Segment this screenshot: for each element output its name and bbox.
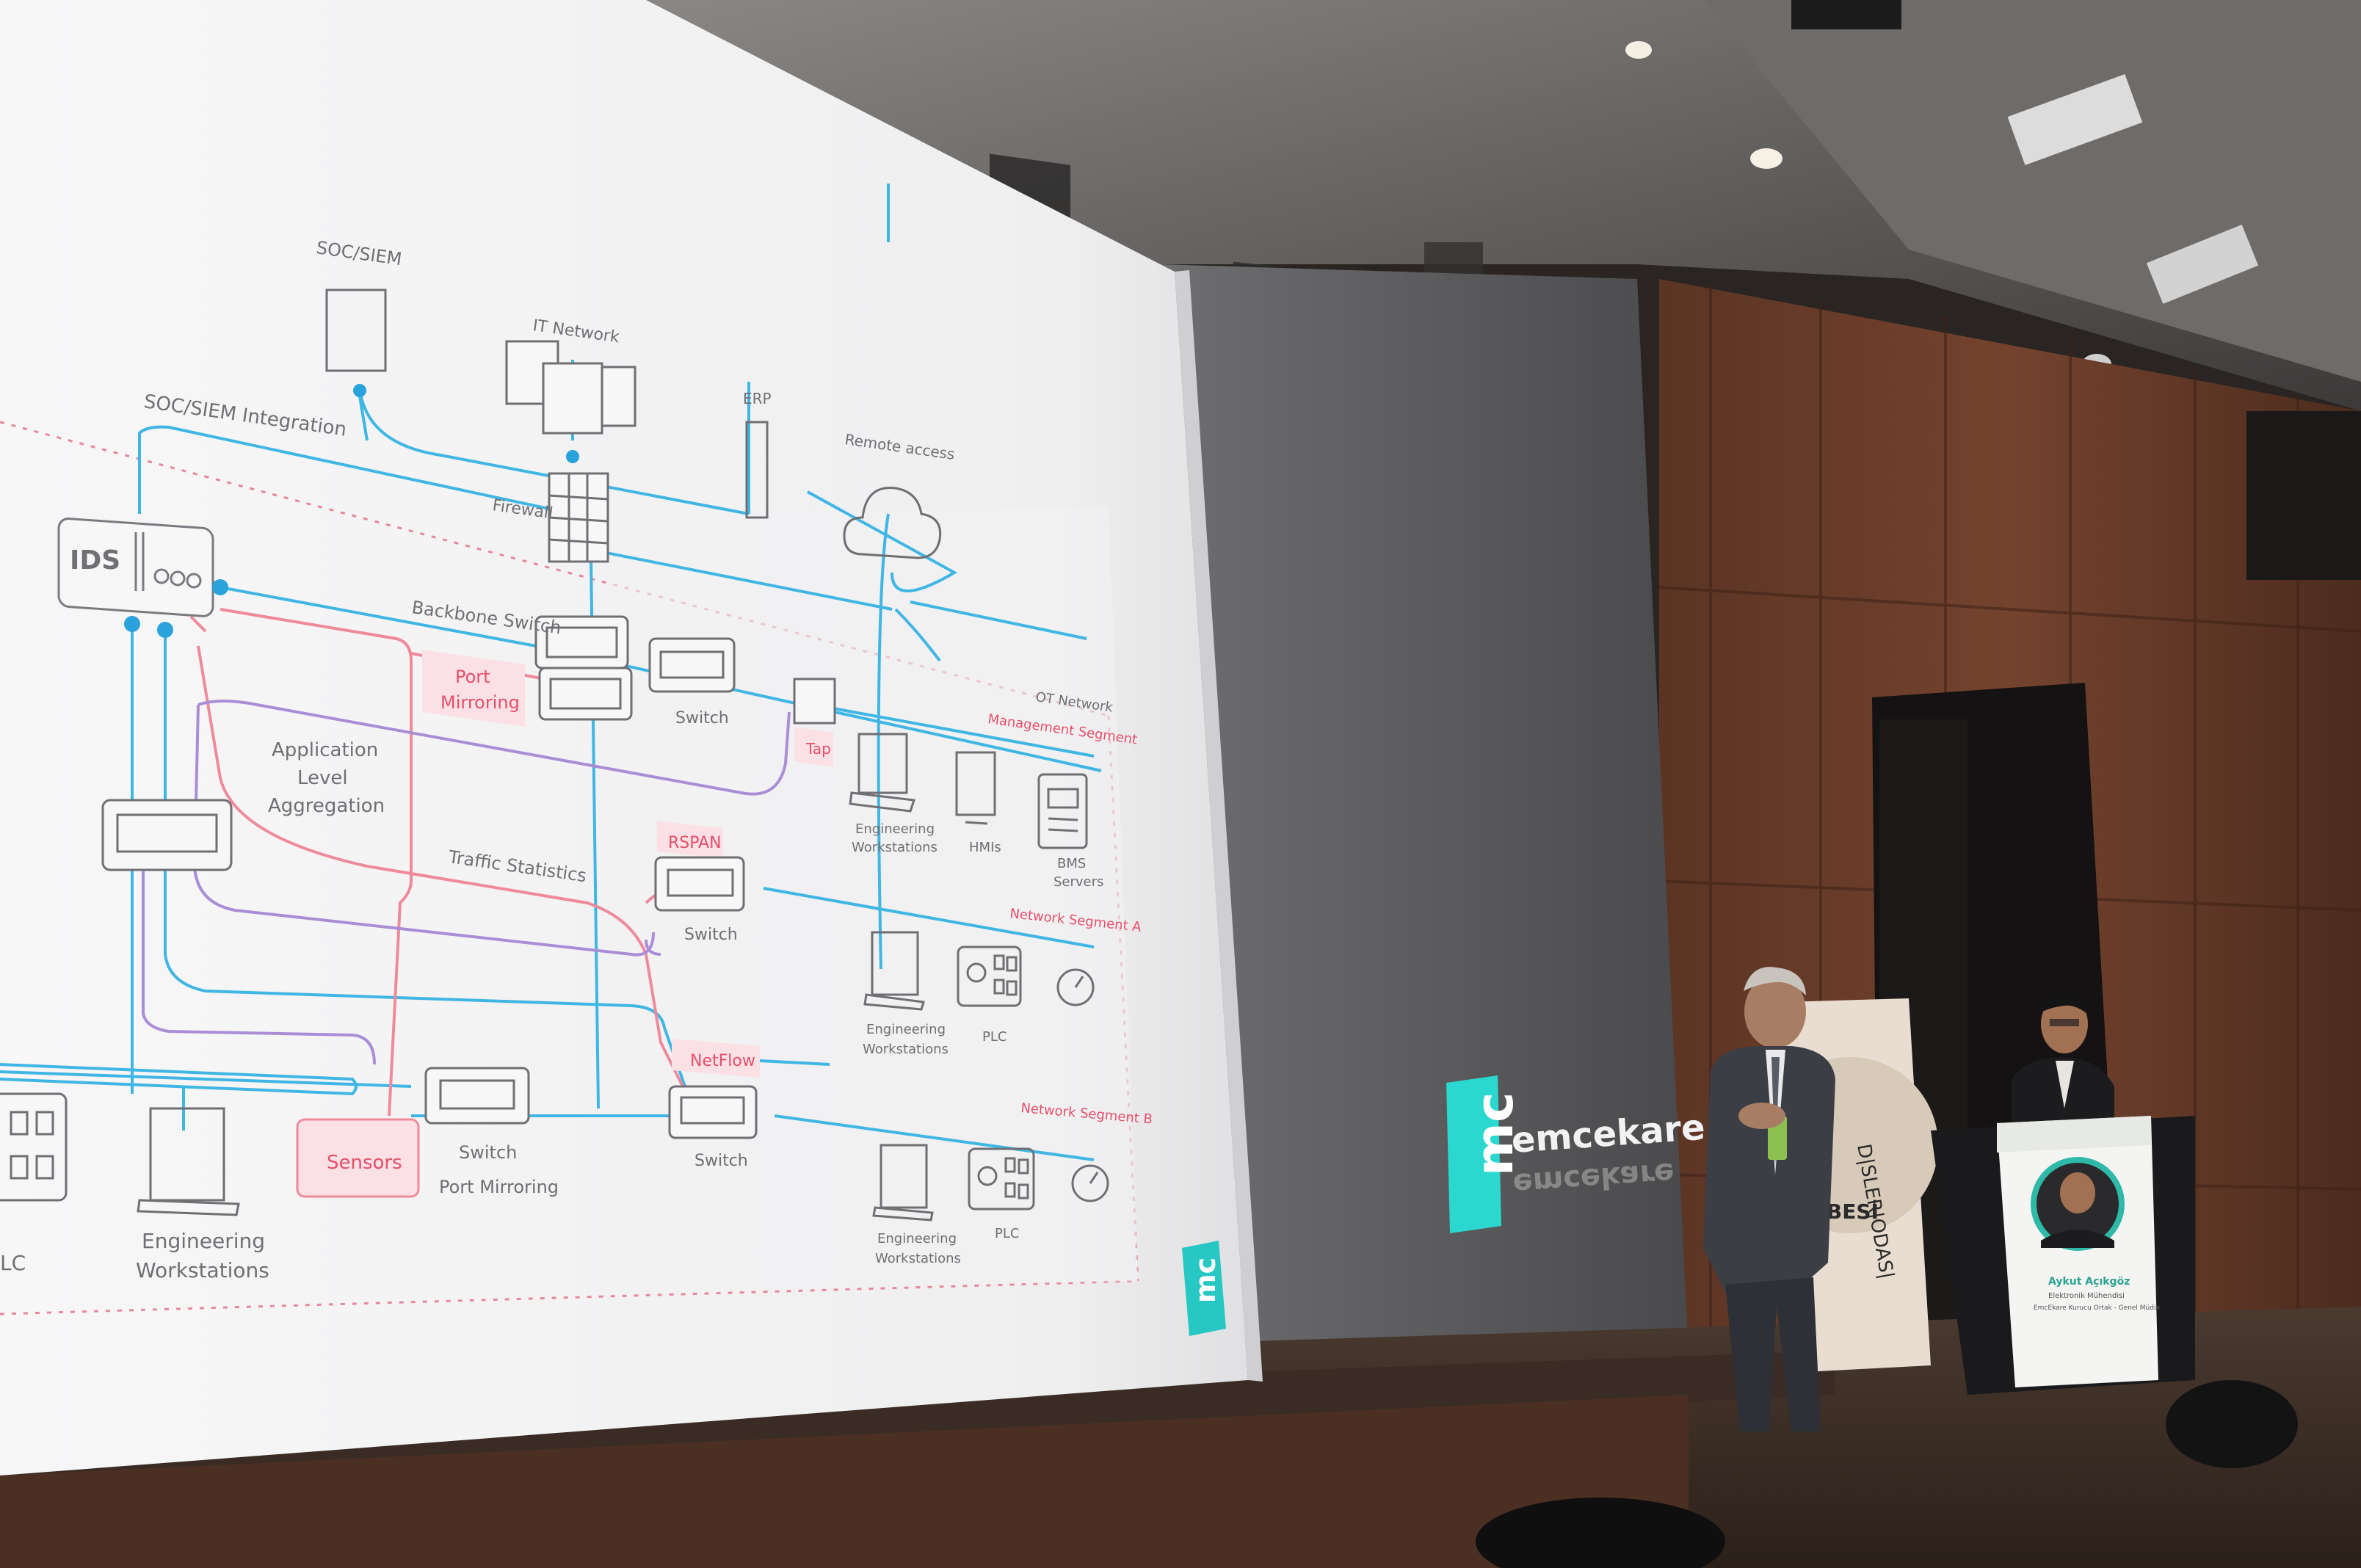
svg-text:mc: mc — [1465, 1092, 1525, 1176]
svg-text:mc: mc — [1189, 1257, 1222, 1303]
big-eng-label-1: Engineering — [142, 1229, 265, 1253]
backbone-switch — [534, 615, 633, 721]
app-level-line1: Application — [272, 739, 378, 761]
segment-b-plc-label: PLC — [995, 1226, 1019, 1241]
segment-a-laptop-icon — [863, 931, 925, 1011]
erp-server — [745, 421, 769, 519]
purple-connections — [142, 700, 791, 1065]
left-plc-label: LC — [0, 1251, 26, 1275]
tap-device: Tap — [793, 678, 836, 767]
app-level-line3: Aggregation — [268, 795, 385, 817]
ids-label: IDS — [70, 545, 120, 576]
mgmt-laptop-icon — [849, 733, 916, 813]
podium: Aykut Açıkgöz Elektronik Mühendisi EmcEk… — [1931, 1116, 2195, 1395]
podium-name: Aykut Açıkgöz — [2048, 1276, 2130, 1288]
segment-b-plc-icon — [968, 1147, 1035, 1211]
switch-b — [668, 1085, 758, 1139]
hmis-label: HMIs — [969, 840, 1001, 855]
segment-a-eng-label-1: Engineering — [866, 1022, 946, 1037]
segment-a-plc-icon — [957, 945, 1022, 1007]
ids-appliance — [57, 518, 228, 638]
svg-text:Mirroring: Mirroring — [440, 692, 520, 713]
svg-text:NetFlow: NetFlow — [690, 1052, 755, 1070]
bms-label-1: BMS — [1057, 856, 1086, 871]
presenter — [1703, 967, 1835, 1431]
segment-a-plc-label: PLC — [982, 1029, 1007, 1045]
switch-a — [654, 856, 745, 912]
svg-text:Port: Port — [455, 667, 490, 687]
svg-text:RSPAN: RSPAN — [668, 834, 722, 852]
cloud-icon — [843, 487, 942, 559]
switch-a-label: Switch — [684, 926, 738, 944]
segment-b-eng-label-2: Workstations — [875, 1251, 961, 1266]
it-network-port — [566, 450, 579, 463]
firewall-icon — [548, 472, 609, 563]
svg-text:Tap: Tap — [805, 740, 831, 758]
bms-label-2: Servers — [1053, 874, 1103, 890]
switch-top — [648, 637, 736, 693]
blue-connections — [0, 184, 1102, 1161]
soc-siem-port — [353, 384, 366, 397]
svg-text:Sensors: Sensors — [327, 1152, 402, 1174]
bms-server-icon — [1037, 773, 1088, 849]
port-mirroring-tag: Port Mirroring — [422, 650, 525, 727]
aggregation-switch — [101, 799, 233, 871]
erp-label: ERP — [743, 390, 772, 407]
segment-b-gauge-icon — [1071, 1164, 1109, 1202]
netflow-tag: NetFlow — [672, 1039, 760, 1078]
switch-left — [424, 1067, 530, 1125]
rspan-tag: RSPAN — [657, 821, 723, 859]
segment-a-eng-label-2: Workstations — [863, 1042, 949, 1057]
left-plc-icon — [0, 1092, 68, 1202]
soc-siem-monitor — [325, 288, 387, 372]
hmi-monitor-icon — [955, 751, 996, 825]
segment-a-gauge-icon — [1056, 968, 1095, 1006]
switch-top-label: Switch — [675, 709, 729, 727]
switch-left-label: Switch — [459, 1142, 517, 1163]
segment-b-eng-label-1: Engineering — [877, 1231, 957, 1246]
podium-role-2: EmcEkare Kurucu Ortak - Genel Müdür — [2034, 1304, 2161, 1312]
switch-b-label: Switch — [694, 1152, 748, 1170]
sensors-box: Sensors — [296, 1118, 420, 1198]
segment-b-laptop-icon — [872, 1144, 934, 1222]
big-eng-label-2: Workstations — [136, 1258, 269, 1282]
mgmt-eng-label-2: Workstations — [852, 840, 937, 855]
podium-role-1: Elektronik Mühendisi — [2048, 1292, 2125, 1300]
mgmt-eng-label-1: Engineering — [855, 821, 935, 837]
second-person — [2012, 994, 2114, 1123]
slide-logo: mc — [1182, 1241, 1226, 1336]
it-network-monitors — [505, 340, 637, 435]
big-laptop-icon — [137, 1107, 240, 1216]
port-mirroring-label: Port Mirroring — [439, 1177, 559, 1197]
app-level-line2: Level — [297, 767, 348, 789]
